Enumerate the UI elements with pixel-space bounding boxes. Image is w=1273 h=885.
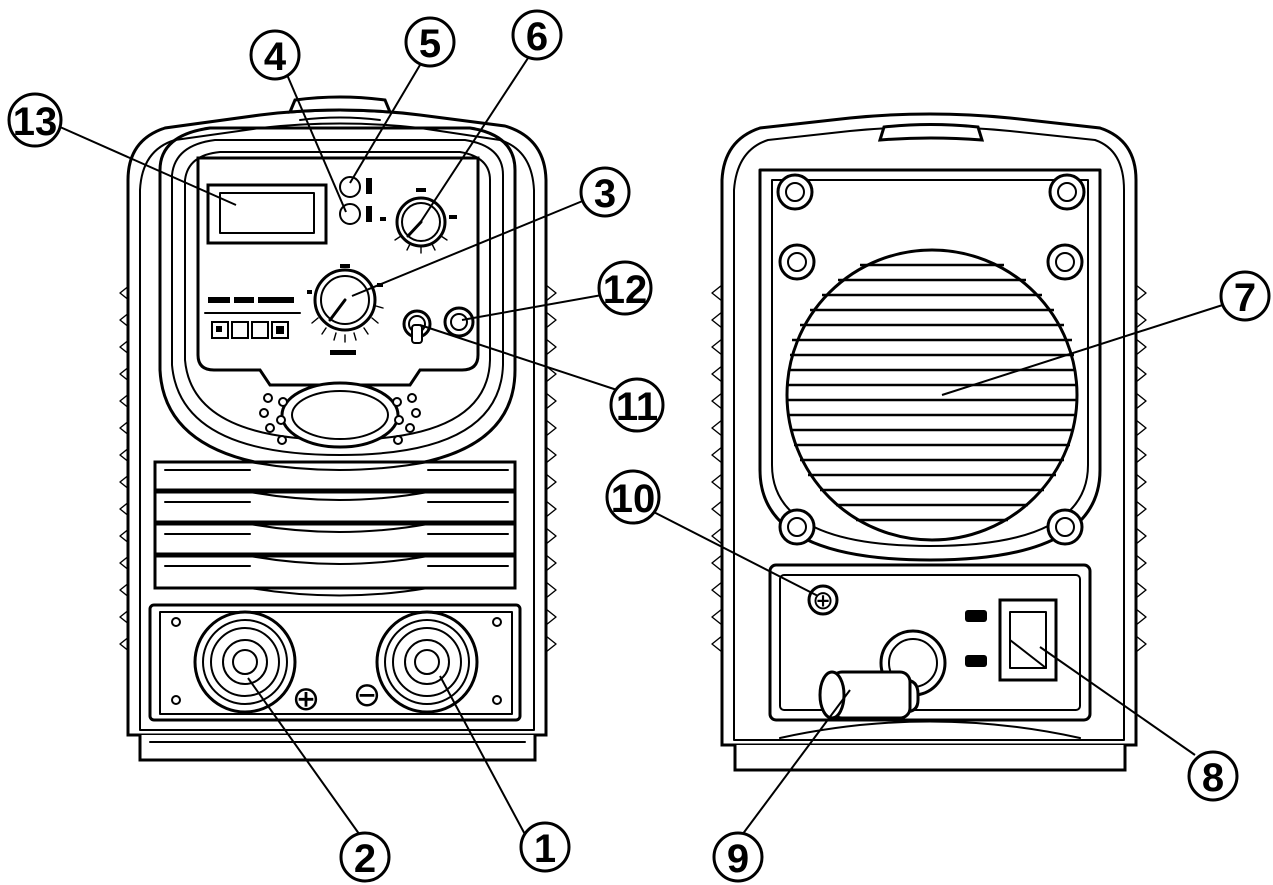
svg-text:2: 2 xyxy=(354,837,376,881)
svg-text:4: 4 xyxy=(264,35,287,79)
front-handle xyxy=(287,95,393,114)
svg-text:12: 12 xyxy=(603,268,648,312)
callout-5: 5 xyxy=(404,16,456,68)
callout-9: 9 xyxy=(712,831,764,883)
svg-text:11: 11 xyxy=(616,385,658,429)
front-left-fins xyxy=(119,284,131,653)
leader-lines xyxy=(59,51,1233,841)
front-right-fins xyxy=(545,284,557,653)
indicator-led-5 xyxy=(339,176,361,198)
svg-text:1: 1 xyxy=(534,827,556,871)
svg-text:9: 9 xyxy=(727,837,749,881)
callout-8: 8 xyxy=(1187,750,1239,802)
rear-base xyxy=(733,745,1127,772)
callout-12: 12 xyxy=(597,260,653,316)
callout-3: 3 xyxy=(579,166,631,218)
knob-3[interactable] xyxy=(307,264,384,343)
power-switch-8[interactable] xyxy=(998,598,1058,682)
svg-text:⊕: ⊕ xyxy=(812,586,834,616)
toggle-switch-11[interactable] xyxy=(402,309,432,344)
svg-text:6: 6 xyxy=(526,15,548,59)
svg-text:10: 10 xyxy=(611,477,656,521)
rear-handle xyxy=(877,123,985,142)
svg-text:7: 7 xyxy=(1234,276,1256,320)
callout-1: 1 xyxy=(519,821,571,873)
rear-view: ⊕ xyxy=(711,112,1147,772)
front-base xyxy=(138,735,537,762)
terminal-2-positive[interactable] xyxy=(193,610,297,714)
terminal-1-negative[interactable] xyxy=(375,610,479,714)
svg-text:5: 5 xyxy=(419,22,441,66)
callout-6: 6 xyxy=(511,9,563,61)
rear-left-fins xyxy=(711,284,723,653)
callout-13: 13 xyxy=(7,92,63,148)
callout-10: 10 xyxy=(605,469,661,525)
positive-symbol: ⊕ xyxy=(292,679,321,719)
svg-text:13: 13 xyxy=(13,100,58,144)
callout-11: 11 xyxy=(609,377,665,433)
svg-text:8: 8 xyxy=(1202,756,1224,800)
front-oval-vent xyxy=(259,381,421,449)
panel-label-area xyxy=(204,297,356,355)
rear-right-fins xyxy=(1135,284,1147,653)
callout-2: 2 xyxy=(339,831,391,883)
fan-grille xyxy=(785,248,1079,542)
ground-screw-10: ⊕ xyxy=(807,584,839,616)
lcd-display xyxy=(206,183,328,245)
svg-text:3: 3 xyxy=(594,172,616,216)
callout-4: 4 xyxy=(249,29,301,81)
callout-7: 7 xyxy=(1219,270,1271,322)
rear-screws xyxy=(776,173,1086,546)
negative-symbol: ⊖ xyxy=(353,675,382,715)
socket-12[interactable] xyxy=(443,306,475,338)
front-louvers xyxy=(153,460,517,597)
front-view: ⊕ ⊖ xyxy=(119,95,557,762)
